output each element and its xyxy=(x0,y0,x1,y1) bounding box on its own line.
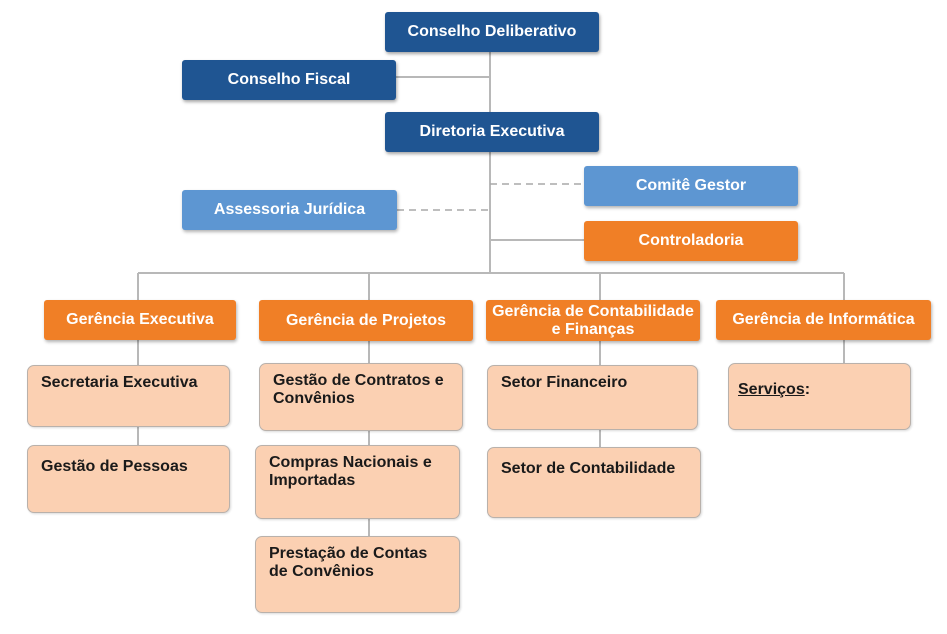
setor-contabilidade-label: Setor de Contabilidade xyxy=(501,460,676,477)
gerencia-contabilidade-financas-box: Gerência de Contabilidade e Finanças xyxy=(486,300,700,341)
compras-nacionais-importadas-box: Compras Nacionais e Importadas xyxy=(255,445,460,519)
conselho-deliberativo-box: Conselho Deliberativo xyxy=(385,12,599,52)
prestacao-contas-convenios-box: Prestação de Contas de Convênios xyxy=(255,536,460,613)
comite-gestor-label: Comitê Gestor xyxy=(635,177,747,194)
gestao-pessoas-box: Gestão de Pessoas xyxy=(27,445,230,513)
servicos-colon: : xyxy=(804,381,811,398)
controladoria-label: Controladoria xyxy=(638,232,744,249)
gerencia-projetos-box: Gerência de Projetos xyxy=(259,300,473,341)
secretaria-executiva-box: Secretaria Executiva xyxy=(27,365,230,427)
assessoria-juridica-box: Assessoria Jurídica xyxy=(182,190,397,230)
servicos-text: Serviços: xyxy=(738,381,810,399)
setor-contabilidade-box: Setor de Contabilidade xyxy=(487,447,701,518)
gestao-pessoas-label: Gestão de Pessoas xyxy=(41,458,188,475)
gestao-contratos-convenios-box: Gestão de Contratos e Convênios xyxy=(259,363,463,431)
conselho-fiscal-label: Conselho Fiscal xyxy=(227,71,351,88)
assessoria-juridica-label: Assessoria Jurídica xyxy=(213,201,366,218)
compras-nacionais-importadas-label: Compras Nacionais e Importadas xyxy=(269,454,432,489)
gestao-contratos-convenios-label: Gestão de Contratos e Convênios xyxy=(273,372,444,407)
servicos-box: Serviços: xyxy=(728,363,911,430)
servicos-label: Serviços xyxy=(738,381,805,398)
prestacao-contas-convenios-label: Prestação de Contas de Convênios xyxy=(269,545,428,580)
diretoria-executiva-label: Diretoria Executiva xyxy=(419,123,565,140)
gerencia-executiva-box: Gerência Executiva xyxy=(44,300,236,340)
setor-financeiro-box: Setor Financeiro xyxy=(487,365,698,430)
diretoria-executiva-box: Diretoria Executiva xyxy=(385,112,599,152)
conselho-fiscal-box: Conselho Fiscal xyxy=(182,60,396,100)
conselho-deliberativo-label: Conselho Deliberativo xyxy=(407,23,577,40)
gerencia-projetos-label: Gerência de Projetos xyxy=(285,311,447,329)
gerencia-informatica-label: Gerência de Informática xyxy=(732,311,915,328)
gerencia-executiva-label: Gerência Executiva xyxy=(66,311,214,328)
gerencia-contabilidade-financas-label: Gerência de Contabilidade e Finanças xyxy=(492,302,694,338)
setor-financeiro-label: Setor Financeiro xyxy=(501,374,628,391)
comite-gestor-box: Comitê Gestor xyxy=(584,166,798,206)
secretaria-executiva-label: Secretaria Executiva xyxy=(41,374,198,391)
controladoria-box: Controladoria xyxy=(584,221,798,261)
gerencia-informatica-box: Gerência de Informática xyxy=(716,300,931,340)
